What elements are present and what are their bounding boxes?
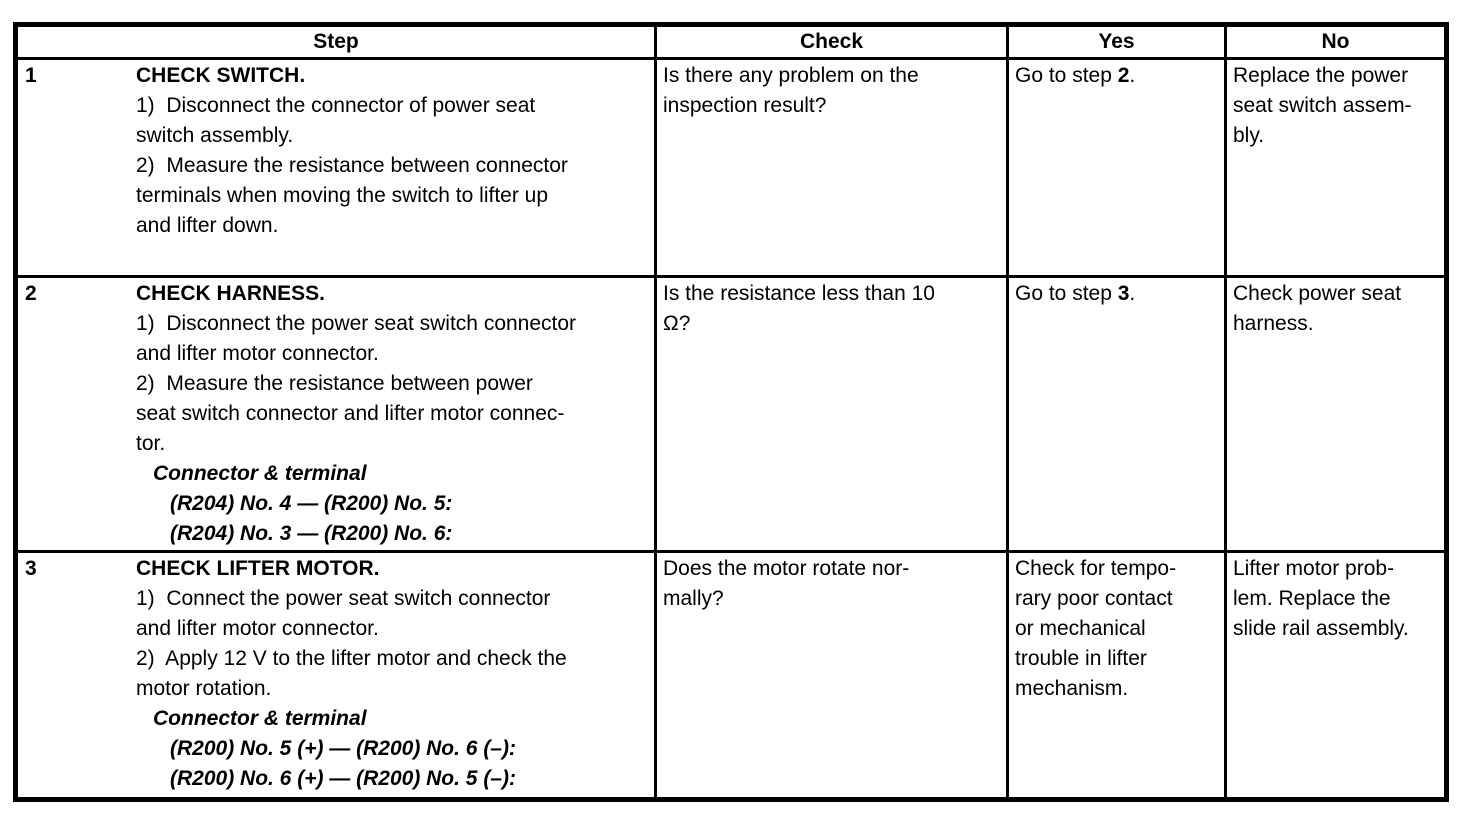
yes-action: Check for tempo- rary poor contact or me… <box>1015 555 1218 705</box>
yes-action-text: Go to step <box>1015 64 1118 87</box>
no-cell: Check power seat harness. <box>1224 275 1448 553</box>
step-title: CHECK LIFTER MOTOR. <box>136 557 380 580</box>
no-action: Lifter motor prob- lem. Replace the slid… <box>1233 557 1409 640</box>
check-question: Is the resistance less than 10 Ω? <box>663 282 935 335</box>
no-action: Replace the power seat switch assem- bly… <box>1233 64 1412 147</box>
step-instructions: 1) Connect the power seat switch connect… <box>136 587 567 700</box>
connector-terminal-label: Connector & terminal <box>153 707 367 730</box>
no-cell: Replace the power seat switch assem- bly… <box>1224 57 1448 278</box>
yes-step-reference: 3 <box>1117 282 1130 305</box>
column-header-step: Step <box>14 23 657 60</box>
yes-action-suffix: . <box>1129 282 1136 305</box>
check-question: Is there any problem on the inspection r… <box>663 64 919 117</box>
connector-terminal-values: (R200) No. 5 (+) — (R200) No. 6 (–): (R2… <box>170 737 516 790</box>
yes-action-text: Check for tempo- rary poor contact or me… <box>1015 557 1177 700</box>
check-question: Does the motor rotate nor- mally? <box>663 557 910 610</box>
step-number: 1 <box>25 64 37 87</box>
yes-action-text: Go to step <box>1015 282 1118 305</box>
header-row: Step Check Yes No <box>14 23 1448 60</box>
check-cell: Does the motor rotate nor- mally? <box>654 550 1009 801</box>
step-content: CHECK SWITCH. 1) Disconnect the connecto… <box>136 62 648 242</box>
column-header-no: No <box>1224 23 1448 60</box>
step-cell: 2 CHECK HARNESS. 1) Disconnect the power… <box>14 275 657 553</box>
step-title: CHECK HARNESS. <box>136 282 326 305</box>
column-header-yes: Yes <box>1006 23 1227 60</box>
step-number: 3 <box>25 557 37 580</box>
connector-terminal-values: (R204) No. 4 — (R200) No. 5: (R204) No. … <box>170 492 453 545</box>
connector-terminal-label: Connector & terminal <box>153 462 367 485</box>
table-row: 1 CHECK SWITCH. 1) Disconnect the connec… <box>14 57 1448 278</box>
yes-cell: Go to step 2. <box>1006 57 1227 278</box>
diagnostic-table: Step Check Yes No 1 CHECK SWITCH. 1) Dis… <box>13 22 1449 802</box>
yes-action: Go to step 3. <box>1015 280 1218 310</box>
check-cell: Is the resistance less than 10 Ω? <box>654 275 1009 553</box>
yes-cell: Go to step 3. <box>1006 275 1227 553</box>
column-header-check: Check <box>654 23 1009 60</box>
table-row: 2 CHECK HARNESS. 1) Disconnect the power… <box>14 275 1448 553</box>
yes-action-suffix: . <box>1129 64 1136 87</box>
check-cell: Is there any problem on the inspection r… <box>654 57 1009 278</box>
no-cell: Lifter motor prob- lem. Replace the slid… <box>1224 550 1448 801</box>
step-content: CHECK LIFTER MOTOR. 1) Connect the power… <box>136 555 648 795</box>
no-action: Check power seat harness. <box>1233 282 1402 335</box>
step-instructions: 1) Disconnect the connector of power sea… <box>136 94 568 237</box>
yes-cell: Check for tempo- rary poor contact or me… <box>1006 550 1227 801</box>
step-cell: 1 CHECK SWITCH. 1) Disconnect the connec… <box>14 57 657 278</box>
yes-action: Go to step 2. <box>1015 62 1218 92</box>
step-cell: 3 CHECK LIFTER MOTOR. 1) Connect the pow… <box>14 550 657 801</box>
step-instructions: 1) Disconnect the power seat switch conn… <box>136 312 577 455</box>
yes-step-reference: 2 <box>1117 64 1130 87</box>
step-content: CHECK HARNESS. 1) Disconnect the power s… <box>136 280 648 549</box>
step-number: 2 <box>25 282 37 305</box>
table-row: 3 CHECK LIFTER MOTOR. 1) Connect the pow… <box>14 550 1448 801</box>
step-title: CHECK SWITCH. <box>136 64 306 87</box>
